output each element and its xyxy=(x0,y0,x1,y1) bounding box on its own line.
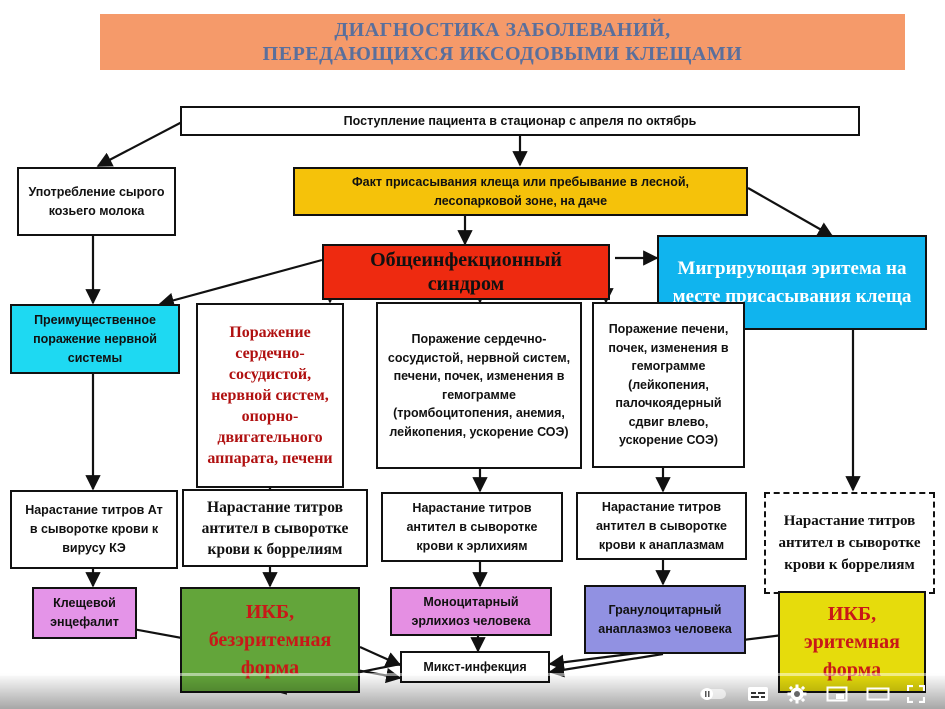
title-line-1: ДИАГНОСТИКА ЗАБОЛЕВАНИЙ, xyxy=(334,19,671,41)
subtitles-icon[interactable] xyxy=(744,684,772,704)
borrelia-lesion-box: Поражение сердечно-сосудистой, нервной с… xyxy=(196,303,344,488)
tick-fact-label: Факт присасывания клеща или пребывание в… xyxy=(351,174,690,208)
titer-anaplasma-label: Нарастание титров антител в сыворотке кр… xyxy=(595,499,728,552)
diagram-title: ДИАГНОСТИКА ЗАБОЛЕВАНИЙ, ПЕРЕДАЮЩИХСЯ ИК… xyxy=(100,14,905,70)
video-controls-bar xyxy=(0,673,945,709)
general-syndrome-box: Общеинфекционный синдром xyxy=(322,244,610,300)
titer-borrelia-dashed-label: Нарастание титров антител в сыворотке кр… xyxy=(778,513,921,573)
fullscreen-icon[interactable] xyxy=(904,684,928,704)
titer-borrelia-label: Нарастание титров антител в сыворотке кр… xyxy=(201,498,349,558)
anaplasma-lesion-box: Поражение печени, почек, изменения в гем… xyxy=(592,302,745,468)
nervous-lesion-box: Преимущественное поражение нервной систе… xyxy=(10,304,180,374)
titer-tbe-label: Нарастание титров Ат в сыворотке крови к… xyxy=(25,503,163,555)
settings-gear-icon[interactable] xyxy=(785,684,809,704)
monocytic-label: Моноцитарный эрлихиоз человека xyxy=(411,594,531,628)
tbe-box: Клещевой энцефалит xyxy=(32,587,137,639)
ikb-erythema-box: ИКБ, эритемная форма xyxy=(778,591,926,693)
video-progress-bar[interactable] xyxy=(0,673,945,676)
granulocytic-label: Гранулоцитарный анаплазмоз человека xyxy=(598,602,732,636)
theater-mode-icon[interactable] xyxy=(864,684,892,704)
title-line-2: ПЕРЕДАЮЩИХСЯ ИКСОДОВЫМИ КЛЕЩАМИ xyxy=(262,43,743,65)
borrelia-lesion-label: Поражение сердечно-сосудистой, нервной с… xyxy=(207,324,333,467)
titer-ehrlichia-box: Нарастание титров антител в сыворотке кр… xyxy=(381,492,563,562)
ikb-erythema-label: ИКБ, эритемная форма xyxy=(804,603,900,681)
ehrlichia-lesion-box: Поражение сердечно-сосудистой, нервной с… xyxy=(376,302,582,469)
ehrlichia-lesion-label: Поражение сердечно-сосудистой, нервной с… xyxy=(387,332,571,439)
titer-ehrlichia-label: Нарастание титров антител в сыворотке кр… xyxy=(406,500,538,553)
nervous-lesion-label: Преимущественное поражение нервной систе… xyxy=(33,312,157,365)
mixed-infection-label: Микст-инфекция xyxy=(423,659,527,674)
monocytic-box: Моноцитарный эрлихиоз человека xyxy=(390,587,552,636)
ikb-nonerythema-label: ИКБ, безэритемная форма xyxy=(208,601,332,679)
goat-milk-label: Употребление сырого козьего молока xyxy=(28,184,165,218)
titer-tbe-box: Нарастание титров Ат в сыворотке крови к… xyxy=(10,490,178,569)
anaplasma-lesion-label: Поражение печени, почек, изменения в гем… xyxy=(608,322,729,448)
admission-label: Поступление пациента в стационар с апрел… xyxy=(343,113,697,128)
miniplayer-icon[interactable] xyxy=(824,684,850,704)
titer-borrelia-box: Нарастание титров антител в сыворотке кр… xyxy=(182,489,368,567)
titer-borrelia-dashed-box: Нарастание титров антител в сыворотке кр… xyxy=(764,492,935,594)
granulocytic-box: Гранулоцитарный анаплазмоз человека xyxy=(584,585,746,654)
tick-fact-box: Факт присасывания клеща или пребывание в… xyxy=(293,167,748,216)
titer-anaplasma-box: Нарастание титров антител в сыворотке кр… xyxy=(576,492,747,560)
general-syndrome-label: Общеинфекционный синдром xyxy=(370,249,562,295)
tbe-label: Клещевой энцефалит xyxy=(50,596,119,629)
autoplay-toggle-icon[interactable] xyxy=(697,684,729,704)
admission-box: Поступление пациента в стационар с апрел… xyxy=(180,106,860,136)
erythema-label: Мигрирующая эритема на месте присасывани… xyxy=(672,257,912,307)
mixed-infection-box: Микст-инфекция xyxy=(400,651,550,683)
goat-milk-box: Употребление сырого козьего молока xyxy=(17,167,176,236)
